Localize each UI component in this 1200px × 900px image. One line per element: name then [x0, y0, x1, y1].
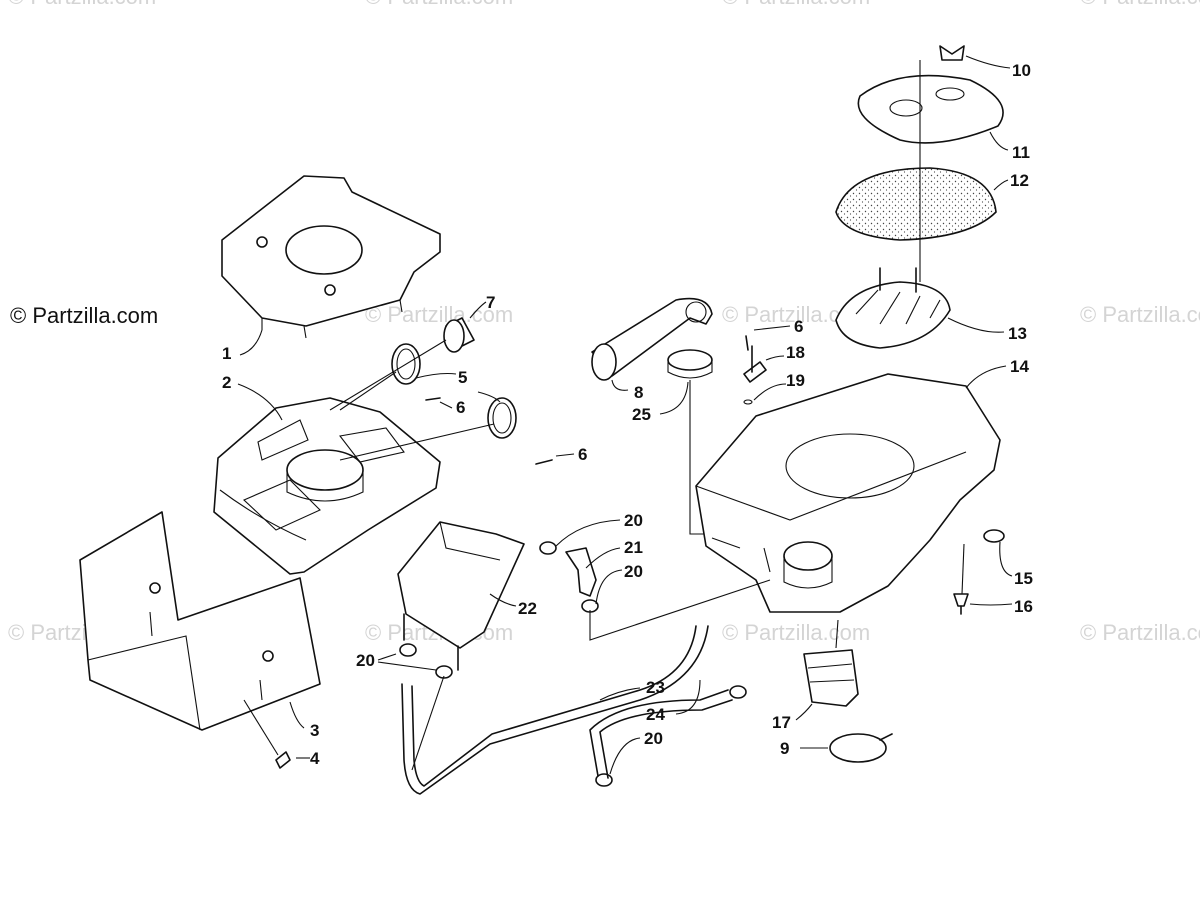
watermark-text: © Partzilla.com — [365, 302, 513, 327]
watermark-text: © Partzilla.com — [1080, 620, 1200, 645]
grommet-part — [983, 529, 1005, 543]
intake-duct-part — [591, 297, 713, 381]
wing-nut-part — [939, 45, 965, 61]
callout-number: 3 — [310, 721, 319, 740]
watermark-text: © Partzilla.com — [365, 0, 513, 9]
valve-part — [743, 345, 767, 383]
callout-number: 9 — [780, 739, 789, 758]
callout-number: 2 — [222, 373, 231, 392]
callouts: 1 2 3 4 5 6 6 6 7 8 9 10 11 12 13 14 15 — [222, 55, 1033, 775]
callout-number: 20 — [624, 511, 643, 530]
vent-hose-part — [401, 625, 733, 795]
callout-number: 10 — [1012, 61, 1031, 80]
airbox-housing-part — [695, 373, 1001, 613]
duct-clamp-part — [667, 349, 713, 379]
callout-number: 12 — [1010, 171, 1029, 190]
callout-number: 21 — [624, 538, 643, 557]
callout-number: 5 — [458, 368, 467, 387]
o-ring-part — [743, 399, 753, 405]
watermarks: © Partzilla.com © Partzilla.com © Partzi… — [8, 0, 1200, 645]
callout-number: 18 — [786, 343, 805, 362]
callout-number: 15 — [1014, 569, 1033, 588]
watermark-text: © Partzilla.com — [722, 620, 870, 645]
rubber-ring-part — [443, 317, 475, 353]
intake-boot-part — [803, 649, 859, 707]
screw-part — [243, 699, 291, 769]
watermark-text: © Partzilla.com — [722, 0, 870, 9]
callout-number: 19 — [786, 371, 805, 390]
callout-number: 25 — [632, 405, 651, 424]
callout-number: 7 — [486, 293, 495, 312]
callout-number: 11 — [1012, 143, 1030, 162]
airbox-base-part — [213, 397, 441, 575]
callout-number: 17 — [772, 713, 791, 732]
hose-clip-part — [399, 541, 747, 787]
callout-number: 20 — [644, 729, 663, 748]
callout-number: 20 — [624, 562, 643, 581]
callout-number: 1 — [222, 344, 231, 363]
watermark-text: © Partzilla.com — [1080, 0, 1200, 9]
callout-number: 8 — [634, 383, 643, 402]
screw-part — [425, 335, 749, 465]
hose-clamp-part — [391, 343, 517, 439]
filter-cage-part — [835, 267, 951, 349]
callout-number: 16 — [1014, 597, 1033, 616]
cover-plate-part — [221, 175, 441, 339]
callout-number: 4 — [310, 749, 320, 768]
reservoir-part — [397, 521, 525, 671]
callout-number: 22 — [518, 599, 537, 618]
push-fastener-part — [953, 593, 969, 615]
watermark-text: © Partzilla.com — [1080, 302, 1200, 327]
boot-clamp-part — [829, 733, 893, 763]
elbow-fitting-part — [565, 547, 597, 597]
callout-number: 6 — [578, 445, 587, 464]
callout-number: 14 — [1010, 357, 1029, 376]
callout-number: 23 — [646, 678, 665, 697]
heat-shield-part — [79, 511, 321, 731]
filter-lid-part — [857, 74, 1004, 144]
callout-number: 6 — [456, 398, 465, 417]
callout-number: 13 — [1008, 324, 1027, 343]
callout-number: 24 — [646, 705, 665, 724]
air-filter-part — [835, 167, 997, 241]
callout-number: 20 — [356, 651, 375, 670]
copyright-notice: © Partzilla.com — [10, 303, 158, 328]
watermark-text: © Partzilla.com — [8, 0, 156, 9]
callout-number: 6 — [794, 317, 803, 336]
